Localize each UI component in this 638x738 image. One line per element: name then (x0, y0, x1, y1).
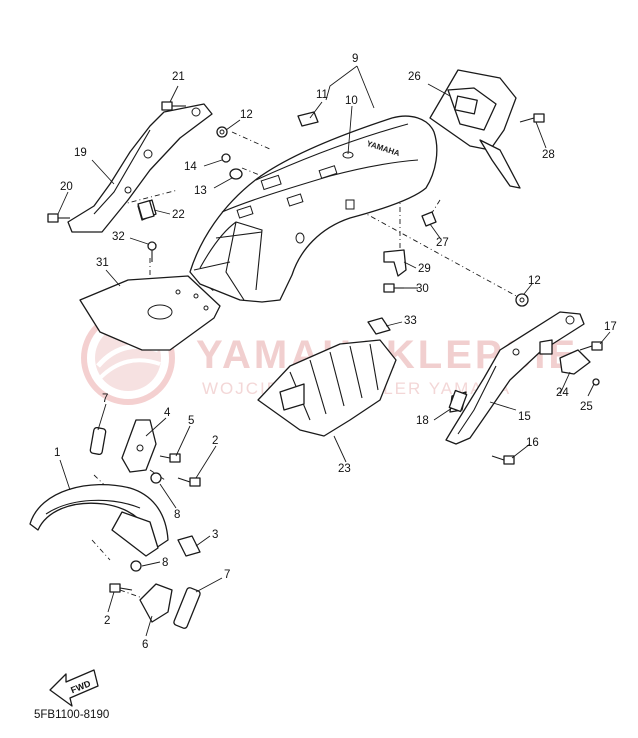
diagram-code: 5FB1100-8190 (34, 709, 109, 721)
leader-lines (57, 65, 611, 637)
bolt-5 (159, 453, 181, 463)
callout-11: 11 (316, 89, 328, 101)
mud-flap (257, 339, 397, 437)
bolt-21 (161, 101, 186, 111)
front-bracket-6 (111, 511, 173, 623)
nut-8-lower (130, 560, 142, 572)
reflector-upper (89, 426, 107, 456)
callout-31: 31 (96, 257, 109, 269)
callout-8-lower: 8 (162, 557, 168, 569)
callout-9: 9 (352, 53, 358, 65)
callout-19: 19 (74, 147, 87, 159)
clip-22 (137, 200, 155, 220)
callout-12-lower: 12 (528, 275, 541, 287)
bracket-24 (539, 339, 591, 375)
bolt-17 (579, 341, 603, 351)
grommet-12-right (515, 293, 529, 307)
clip-3 (177, 535, 201, 557)
callout-21: 21 (172, 71, 185, 83)
nut-8-upper (150, 472, 162, 484)
tail-light-assembly (429, 69, 521, 189)
label-11 (297, 111, 319, 127)
callout-15: 15 (518, 411, 531, 423)
callout-29: 29 (418, 263, 431, 275)
callout-22: 22 (172, 209, 185, 221)
reflector-18 (448, 389, 468, 413)
front-bracket-4 (121, 419, 157, 473)
callout-16: 16 (526, 437, 539, 449)
callout-24: 24 (556, 387, 569, 399)
callout-18: 18 (416, 415, 429, 427)
bolt-28 (519, 113, 545, 123)
callout-25: 25 (580, 401, 593, 413)
fwd-arrow-icon: FWD (49, 669, 99, 707)
grommet-12-left (216, 126, 228, 138)
callout-4: 4 (164, 407, 171, 419)
front-fender (29, 483, 169, 549)
callout-1: 1 (54, 447, 60, 459)
bolt-20 (47, 213, 70, 223)
callout-5: 5 (188, 415, 194, 427)
callout-6: 6 (142, 639, 148, 651)
callout-26: 26 (408, 71, 421, 83)
bolt-16 (491, 455, 515, 465)
bolt-2-upper (177, 477, 201, 487)
callout-2-lower: 2 (104, 615, 110, 627)
bolt-25 (592, 378, 600, 386)
bracket-29 (383, 249, 407, 277)
callout-2-upper: 2 (212, 435, 218, 447)
callout-14: 14 (184, 161, 197, 173)
small-parts (47, 101, 603, 629)
washer-14 (221, 153, 231, 163)
callout-8-upper: 8 (174, 509, 180, 521)
nut-27 (421, 211, 437, 227)
reflector-lower (173, 587, 201, 629)
bolt-2-lower (109, 583, 133, 593)
callout-17: 17 (604, 321, 617, 333)
callout-7-lower: 7 (224, 569, 230, 581)
callout-27: 27 (436, 237, 449, 249)
callout-7-upper: 7 (102, 393, 108, 405)
callouts: 9 10 11 12 12 13 14 15 16 17 18 19 20 21… (54, 53, 617, 651)
callout-30: 30 (416, 283, 429, 295)
callout-13: 13 (194, 185, 207, 197)
callout-12-upper: 12 (240, 109, 253, 121)
clip-33 (367, 317, 391, 335)
rear-fender: YAMAHA (189, 115, 438, 303)
callout-10: 10 (345, 95, 358, 107)
right-fender-stay (445, 311, 585, 445)
screw-32 (147, 241, 157, 262)
license-plate-bracket (79, 275, 221, 351)
callout-33: 33 (404, 315, 417, 327)
callout-3: 3 (212, 529, 218, 541)
callout-28: 28 (542, 149, 555, 161)
callout-32: 32 (112, 231, 125, 243)
collar-13 (229, 168, 243, 180)
callout-20: 20 (60, 181, 73, 193)
callout-23: 23 (338, 463, 351, 475)
